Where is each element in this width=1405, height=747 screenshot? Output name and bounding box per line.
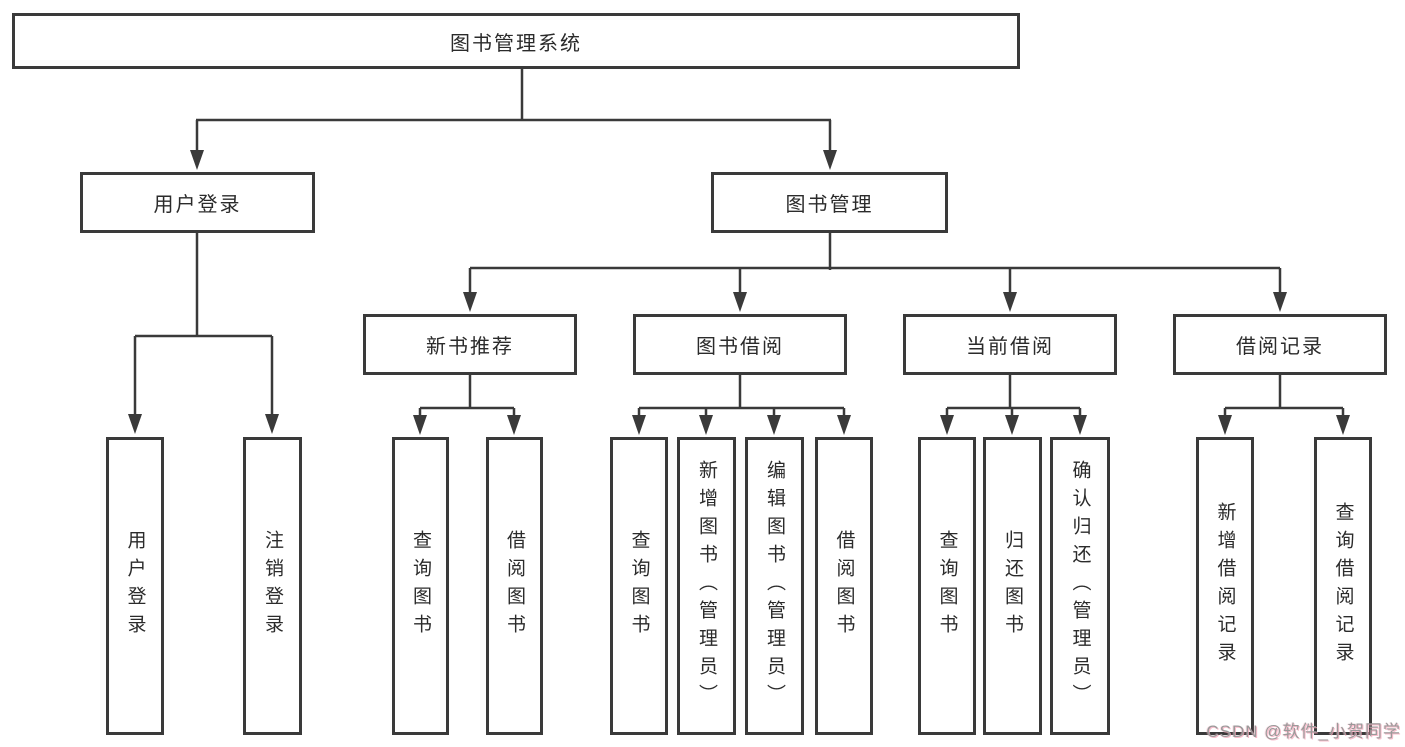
node-bb-add-books-admin: 新增图书（管理员） [677, 437, 736, 735]
node-br-query-record-label: 查询借阅记录 [1332, 502, 1354, 670]
node-cb-query-books-label: 查询图书 [936, 530, 958, 642]
node-br-query-record: 查询借阅记录 [1314, 437, 1372, 735]
node-nbr-query-books: 查询图书 [392, 437, 449, 735]
node-book-borrow: 图书借阅 [633, 314, 847, 375]
node-cb-return-books-label: 归还图书 [1002, 530, 1023, 642]
tree-edges [133, 68, 1345, 417]
node-root-system: 图书管理系统 [12, 13, 1020, 69]
node-borrow-records: 借阅记录 [1173, 314, 1387, 375]
node-bb-edit-books-admin-label: 编辑图书（管理员） [764, 460, 785, 712]
node-nbr-query-books-label: 查询图书 [410, 530, 431, 642]
node-book-management-branch: 图书管理 [711, 172, 948, 233]
node-user-login-branch: 用户登录 [80, 172, 315, 233]
node-bb-query-books-label: 查询图书 [628, 530, 650, 642]
node-bb-borrow-books-label: 借阅图书 [833, 530, 855, 642]
node-cb-confirm-return-admin: 确认归还（管理员） [1050, 437, 1110, 735]
node-nbr-borrow-books: 借阅图书 [486, 437, 543, 735]
node-bb-edit-books-admin: 编辑图书（管理员） [745, 437, 804, 735]
node-bb-add-books-admin-label: 新增图书（管理员） [696, 460, 717, 712]
arrowheads [128, 150, 1350, 435]
node-logout: 注销登录 [243, 437, 302, 735]
node-new-book-recommend: 新书推荐 [363, 314, 577, 375]
node-cb-query-books: 查询图书 [918, 437, 976, 735]
node-logout-label: 注销登录 [262, 530, 283, 642]
node-bb-borrow-books: 借阅图书 [815, 437, 873, 735]
node-bb-query-books: 查询图书 [610, 437, 668, 735]
csdn-watermark: CSDN @软件_小贺同学 [1206, 722, 1401, 741]
node-user-login-label: 用户登录 [124, 530, 146, 642]
node-cb-confirm-return-admin-label: 确认归还（管理员） [1069, 460, 1091, 712]
node-br-add-record-label: 新增借阅记录 [1214, 502, 1236, 670]
node-cb-return-books: 归还图书 [983, 437, 1042, 735]
node-current-borrow: 当前借阅 [903, 314, 1117, 375]
node-user-login: 用户登录 [106, 437, 164, 735]
node-nbr-borrow-books-label: 借阅图书 [504, 530, 525, 642]
node-br-add-record: 新增借阅记录 [1196, 437, 1254, 735]
